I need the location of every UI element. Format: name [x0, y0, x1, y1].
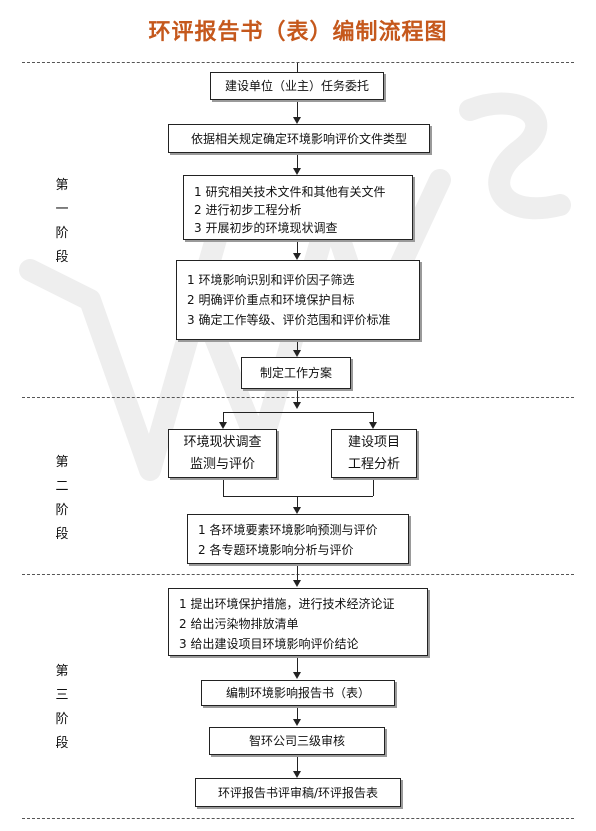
list-item: 2 进行初步工程分析	[194, 203, 302, 217]
step-compile: 编制环境影响报告书（表）	[201, 680, 395, 706]
arrow-down-icon	[293, 350, 301, 357]
connector	[297, 340, 298, 355]
list-item: 2 给出污染物排放清单	[179, 617, 299, 631]
list-item: 1 提出环境保护措施，进行技术经济论证	[179, 597, 395, 611]
box-line: 监测与评价	[189, 456, 255, 472]
connector	[297, 100, 298, 119]
arrow-down-icon	[293, 719, 301, 726]
box-line: 工程分析	[347, 456, 400, 472]
step-entrust: 建设单位（业主）任务委托	[210, 72, 384, 100]
arrow-down-icon	[293, 168, 301, 175]
list-item: 3 给出建设项目环境影响评价结论	[179, 637, 359, 651]
list-item: 3 开展初步的环境现状调查	[194, 221, 338, 235]
arrow-down-icon	[219, 422, 227, 429]
step-plan: 制定工作方案	[241, 357, 351, 389]
stage-two-label: 第二阶段	[55, 455, 69, 542]
connector	[297, 706, 298, 723]
box-line: 建设项目	[347, 434, 400, 450]
step-research: 1 研究相关技术文件和其他有关文件 2 进行初步工程分析 3 开展初步的环境现状…	[183, 175, 413, 240]
arrow-down-icon	[293, 117, 301, 124]
connector	[223, 478, 224, 496]
connector	[297, 389, 298, 406]
connector	[297, 240, 298, 258]
step-determine-type: 依据相关规定确定环境影响评价文件类型	[168, 124, 430, 153]
list-item: 2 各专题环境影响分析与评价	[198, 543, 354, 557]
connector	[297, 63, 298, 72]
separator-stage-2-3	[22, 574, 574, 575]
list-item: 3 确定工作等级、评价范围和评价标准	[187, 313, 391, 327]
separator-stage-1-2	[22, 397, 574, 398]
connector	[297, 496, 298, 510]
arrow-down-icon	[293, 771, 301, 778]
connector	[297, 755, 298, 774]
step-measures: 1 提出环境保护措施，进行技术经济论证 2 给出污染物排放清单 3 给出建设项目…	[168, 588, 428, 656]
connector	[373, 412, 374, 427]
connector	[223, 412, 224, 427]
separator-top	[22, 62, 574, 63]
step-identify: 1 环境影响识别和评价因子筛选 2 明确评价重点和环境保护目标 3 确定工作等级…	[176, 260, 420, 340]
list-item: 1 研究相关技术文件和其他有关文件	[194, 185, 386, 199]
stage-one-label: 第一阶段	[55, 178, 69, 265]
arrow-down-icon	[293, 402, 301, 409]
merge-connector	[223, 496, 373, 497]
connector	[297, 153, 298, 171]
page-title: 环评报告书（表）编制流程图	[148, 20, 448, 45]
connector	[297, 656, 298, 675]
list-item: 2 明确评价重点和环境保护目标	[187, 293, 355, 307]
list-item: 1 环境影响识别和评价因子筛选	[187, 273, 355, 287]
arrow-down-icon	[293, 507, 301, 514]
arrow-down-icon	[293, 672, 301, 679]
box-line: 环境现状调查	[183, 434, 262, 450]
step-final: 环评报告书评审稿/环评报告表	[195, 778, 401, 807]
connector	[373, 478, 374, 496]
branch-connector	[223, 412, 373, 413]
stage-three-label: 第三阶段	[55, 664, 69, 751]
arrow-down-icon	[293, 580, 301, 587]
step-project-analysis: 建设项目 工程分析	[331, 429, 417, 478]
connector	[297, 564, 298, 581]
list-item: 1 各环境要素环境影响预测与评价	[198, 523, 378, 537]
arrow-down-icon	[293, 253, 301, 260]
step-prediction: 1 各环境要素环境影响预测与评价 2 各专题环境影响分析与评价	[187, 514, 409, 564]
separator-bottom	[22, 818, 574, 819]
step-survey: 环境现状调查 监测与评价	[168, 429, 277, 478]
step-review: 智环公司三级审核	[209, 727, 385, 755]
arrow-down-icon	[369, 422, 377, 429]
